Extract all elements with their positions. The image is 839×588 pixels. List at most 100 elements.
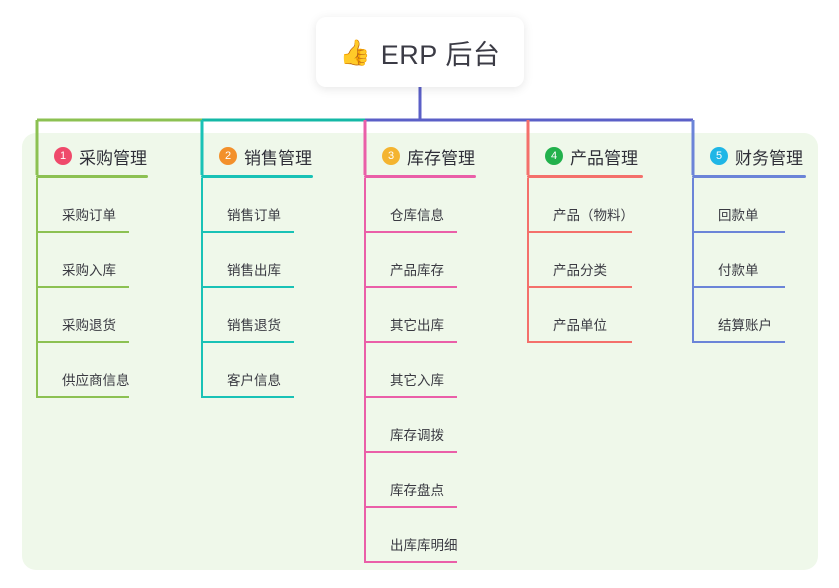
leaf-node[interactable]: 产品（物料） (527, 178, 661, 233)
leaf-label: 产品分类 (553, 263, 607, 278)
leaf-node[interactable]: 采购订单 (36, 178, 166, 233)
branch-leaf-list: 采购订单采购入库采购退货供应商信息 (36, 178, 166, 398)
branch-number-badge: 2 (219, 147, 237, 165)
branch-column-3: 3 库存管理仓库信息产品库存其它出库其它入库库存调拨库存盘点出库库明细 (364, 143, 494, 563)
leaf-label: 产品库存 (390, 263, 444, 278)
leaf-label: 销售订单 (227, 208, 281, 223)
leaf-underline (364, 341, 457, 343)
leaf-underline (364, 396, 457, 398)
branch-spine (36, 178, 38, 398)
leaf-underline (527, 341, 632, 343)
leaf-node[interactable]: 结算账户 (692, 288, 824, 343)
branch-column-5: 5 财务管理回款单付款单结算账户 (692, 143, 824, 343)
branch-title: 产品管理 (570, 148, 638, 168)
branch-leaf-list: 产品（物料） 产品分类产品单位 (527, 178, 661, 343)
leaf-label: 采购订单 (62, 208, 116, 223)
root-node-title: ERP 后台 (380, 39, 501, 70)
branch-leaf-list: 仓库信息产品库存其它出库其它入库库存调拨库存盘点出库库明细 (364, 178, 494, 563)
leaf-label: 其它出库 (390, 318, 444, 333)
branch-spine (527, 178, 529, 343)
root-node[interactable]: 👍 ERP 后台 (316, 17, 524, 87)
leaf-label: 库存调拨 (390, 428, 444, 443)
leaf-underline (36, 341, 129, 343)
branch-leaf-list: 回款单付款单结算账户 (692, 178, 824, 343)
diagram-panel (22, 133, 818, 570)
leaf-node[interactable]: 销售退货 (201, 288, 331, 343)
leaf-underline (201, 341, 294, 343)
branch-title: 库存管理 (407, 148, 475, 168)
leaf-label: 出库库明细 (390, 538, 458, 553)
leaf-label: 销售退货 (227, 318, 281, 333)
leaf-label: 库存盘点 (390, 483, 444, 498)
branch-number-badge: 3 (382, 147, 400, 165)
leaf-underline (364, 286, 457, 288)
branch-spine (692, 178, 694, 343)
branch-header-1[interactable]: 1 采购管理 (36, 143, 166, 169)
leaf-underline (201, 231, 294, 233)
leaf-label: 付款单 (718, 263, 759, 278)
branch-leaf-list: 销售订单销售出库销售退货客户信息 (201, 178, 331, 398)
leaf-node[interactable]: 产品库存 (364, 233, 494, 288)
leaf-underline (201, 286, 294, 288)
leaf-node[interactable]: 其它入库 (364, 343, 494, 398)
leaf-label: 仓库信息 (390, 208, 444, 223)
leaf-node[interactable]: 库存盘点 (364, 453, 494, 508)
branch-underline (692, 175, 806, 178)
branch-underline (36, 175, 148, 178)
branch-title: 采购管理 (79, 148, 147, 168)
leaf-node[interactable]: 客户信息 (201, 343, 331, 398)
leaf-label: 回款单 (718, 208, 759, 223)
branch-header-4[interactable]: 4 产品管理 (527, 143, 661, 169)
leaf-label: 采购退货 (62, 318, 116, 333)
leaf-node[interactable]: 出库库明细 (364, 508, 494, 563)
branch-number-badge: 5 (710, 147, 728, 165)
branch-number-badge: 1 (54, 147, 72, 165)
branch-spine (201, 178, 203, 398)
leaf-node[interactable]: 销售出库 (201, 233, 331, 288)
branch-column-1: 1 采购管理采购订单采购入库采购退货供应商信息 (36, 143, 166, 398)
branch-header-2[interactable]: 2 销售管理 (201, 143, 331, 169)
leaf-label: 产品单位 (553, 318, 607, 333)
branch-title: 销售管理 (244, 148, 312, 168)
branch-header-3[interactable]: 3 库存管理 (364, 143, 494, 169)
leaf-node[interactable]: 回款单 (692, 178, 824, 233)
leaf-underline (364, 506, 457, 508)
leaf-underline (692, 231, 785, 233)
leaf-node[interactable]: 销售订单 (201, 178, 331, 233)
leaf-node[interactable]: 采购退货 (36, 288, 166, 343)
leaf-node[interactable]: 其它出库 (364, 288, 494, 343)
leaf-underline (527, 231, 632, 233)
leaf-node[interactable]: 仓库信息 (364, 178, 494, 233)
leaf-underline (201, 396, 294, 398)
thumbs-up-icon: 👍 (339, 37, 371, 67)
leaf-label: 销售出库 (227, 263, 281, 278)
leaf-underline (364, 561, 457, 563)
branch-column-2: 2 销售管理销售订单销售出库销售退货客户信息 (201, 143, 331, 398)
leaf-underline (364, 231, 457, 233)
leaf-underline (36, 396, 129, 398)
leaf-underline (692, 341, 785, 343)
branch-title: 财务管理 (735, 148, 803, 168)
leaf-node[interactable]: 付款单 (692, 233, 824, 288)
leaf-node[interactable]: 供应商信息 (36, 343, 166, 398)
branch-column-4: 4 产品管理产品（物料） 产品分类产品单位 (527, 143, 661, 343)
leaf-label: 采购入库 (62, 263, 116, 278)
leaf-underline (364, 451, 457, 453)
branch-underline (201, 175, 313, 178)
leaf-label: 供应商信息 (62, 373, 130, 388)
branch-spine (364, 178, 366, 563)
branch-underline (364, 175, 476, 178)
branch-header-5[interactable]: 5 财务管理 (692, 143, 824, 169)
leaf-underline (36, 286, 129, 288)
leaf-label: 结算账户 (718, 318, 772, 333)
leaf-underline (527, 286, 632, 288)
leaf-node[interactable]: 产品分类 (527, 233, 661, 288)
leaf-underline (36, 231, 129, 233)
branch-number-badge: 4 (545, 147, 563, 165)
leaf-node[interactable]: 产品单位 (527, 288, 661, 343)
branch-underline (527, 175, 643, 178)
leaf-node[interactable]: 采购入库 (36, 233, 166, 288)
leaf-label: 产品（物料） (553, 208, 634, 223)
leaf-label: 其它入库 (390, 373, 444, 388)
leaf-node[interactable]: 库存调拨 (364, 398, 494, 453)
